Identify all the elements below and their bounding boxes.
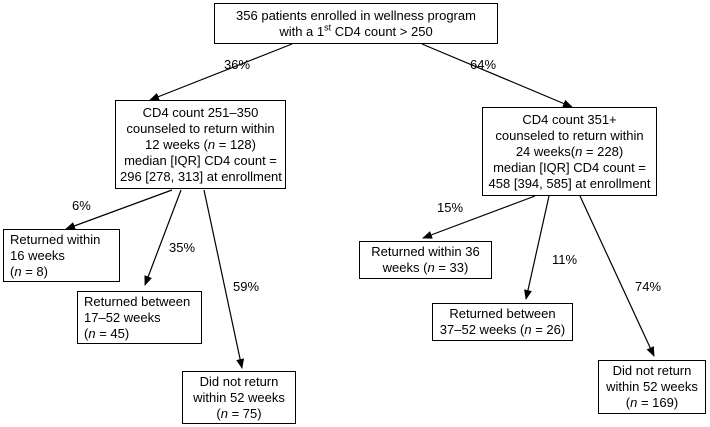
arrow-root-to-mid-right (421, 43, 573, 108)
node-cd4-351-plus: CD4 count 351+ counseled to return withi… (482, 107, 657, 196)
arrow-mid-left-to-l3 (203, 189, 245, 369)
arrow-mid-right-to-r3 (579, 195, 655, 357)
edge-label-mid-left-to-l2: 35% (169, 240, 196, 255)
leaf-returned-37-52-weeks: Returned between 37–52 weeks (n = 26) (432, 303, 573, 341)
leaf-returned-16-weeks: Returned within 16 weeks (n = 8) (3, 229, 120, 282)
edge-label-mid-left-to-l3: 59% (233, 279, 260, 294)
arrow-mid-left-to-l2 (144, 189, 182, 286)
arrow-mid-right-to-r2 (524, 195, 550, 300)
node-cd4-251-350: CD4 count 251–350 counseled to return wi… (115, 100, 286, 189)
edge-label-root-to-mid-left: 36% (224, 57, 251, 72)
root-line-2: with a 1st CD4 count > 250 (279, 22, 433, 39)
root-line-1: 356 patients enrolled in wellness progra… (236, 7, 476, 23)
arrow-root-to-mid-left (149, 43, 293, 101)
edge-label-mid-right-to-r3: 74% (635, 279, 662, 294)
leaf-did-not-return-left: Did not return within 52 weeks (n = 75) (182, 371, 296, 424)
leaf-did-not-return-right: Did not return within 52 weeks (n = 169) (598, 360, 706, 414)
root-node: 356 patients enrolled in wellness progra… (214, 3, 498, 44)
edge-label-mid-right-to-r1: 15% (437, 200, 464, 215)
arrow-mid-left-to-l1 (65, 189, 173, 230)
leaf-returned-17-52-weeks: Returned between 17–52 weeks (n = 45) (77, 291, 202, 344)
edge-label-mid-left-to-l1: 6% (72, 198, 91, 213)
edge-label-root-to-mid-right: 64% (470, 57, 497, 72)
leaf-returned-36-weeks: Returned within 36 weeks (n = 33) (359, 241, 492, 279)
arrow-mid-right-to-r1 (422, 195, 536, 239)
edge-label-mid-right-to-r2: 11% (552, 252, 578, 267)
